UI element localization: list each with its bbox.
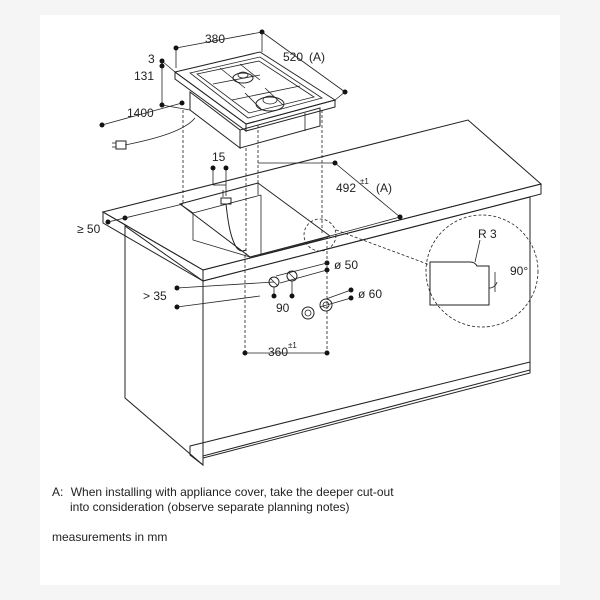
dim-15-label: 15 (212, 150, 226, 164)
dim-492-a: (A) (376, 181, 392, 195)
dim-dia-50: ø 50 (275, 258, 358, 284)
detail-callout: R 3 90° (303, 214, 539, 328)
dim-520-a: (A) (309, 50, 325, 64)
dim-1400-label: 1400 (127, 106, 154, 120)
installation-diagram: 380 520 (A) 3 131 1400 15 (77, 29, 543, 467)
note-units: measurements in mm (52, 530, 167, 545)
drawing-sheet: 380 520 (A) 3 131 1400 15 (40, 15, 560, 585)
dim-min-50-label: ≥ 50 (77, 222, 101, 236)
dim-15: 15 (210, 150, 229, 196)
dim-min-35-label: > 35 (143, 289, 167, 303)
dim-min-35: > 35 (143, 281, 275, 310)
dim-492-label: 492 (336, 181, 356, 195)
dim-520: 520 (A) (261, 31, 348, 101)
dim-492: 492 ±1 (A) (258, 160, 403, 237)
dim-90-label: 90 (276, 301, 290, 315)
dim-520-label: 520 (283, 50, 303, 64)
dim-492-tol: ±1 (360, 177, 369, 186)
dim-dia-50-label: ø 50 (334, 258, 358, 272)
burner-large (255, 96, 285, 112)
projection-lines (182, 110, 323, 255)
note-a-cont: into consideration (observe separate pla… (70, 500, 350, 515)
cutout-opening (178, 182, 332, 258)
dim-380: 380 (173, 29, 265, 68)
dim-90: 90 (271, 281, 295, 315)
power-plug (115, 140, 127, 150)
note-a-line2: into consideration (observe separate pla… (70, 500, 350, 514)
detail-profile (429, 261, 490, 306)
dim-360-tol: ±1 (288, 341, 297, 350)
detail-circle (425, 214, 539, 328)
cutout (178, 182, 332, 258)
dim-height: 3 131 (134, 52, 191, 111)
note-units-text: measurements in mm (52, 530, 168, 544)
dim-1400: 1400 (99, 100, 185, 128)
note-a: A: When installing with appliance cover,… (52, 485, 394, 500)
dim-360: 360 ±1 (242, 236, 330, 359)
cabinet-plinth (189, 361, 531, 467)
cabinet-left-side (124, 225, 204, 467)
dim-dia-60-label: ø 60 (358, 287, 382, 301)
burner-small (232, 72, 254, 84)
dim-380-label: 380 (205, 32, 225, 46)
detail-angle-label: 90° (510, 264, 528, 278)
note-a-key: A: (52, 485, 64, 499)
cabinet (101, 119, 543, 467)
detail-radius-label: R 3 (478, 227, 497, 241)
knob-left (301, 306, 315, 320)
power-cable (124, 117, 196, 146)
dim-dia-60: ø 60 (319, 287, 382, 308)
dim-3-label: 3 (148, 52, 155, 66)
dim-131-label: 131 (134, 69, 154, 83)
hob-appliance (112, 51, 337, 150)
dim-360-label: 360 (268, 345, 288, 359)
gas-hose (225, 203, 247, 252)
dim-min-50: ≥ 50 (77, 203, 184, 236)
note-a-line1: When installing with appliance cover, ta… (70, 485, 394, 499)
